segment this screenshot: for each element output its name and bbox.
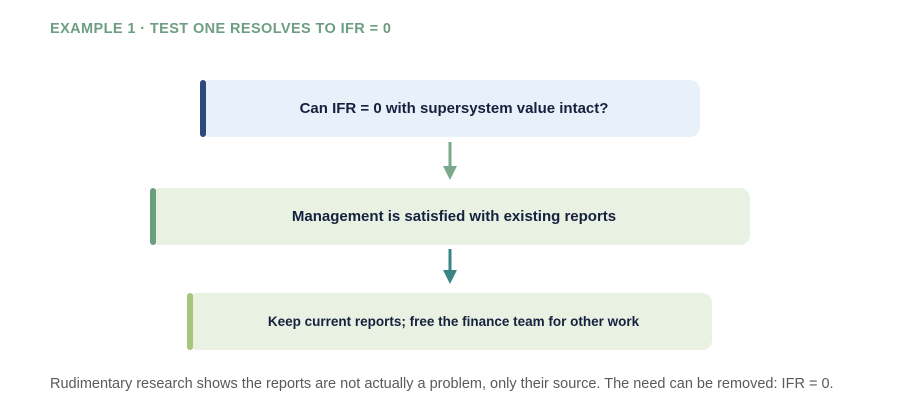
outcome-node: Keep current reports; free the finance t… [187, 293, 712, 350]
down-arrow-icon [443, 249, 457, 284]
question-node: Can IFR = 0 with supersystem value intac… [200, 80, 700, 137]
finding-node: Management is satisfied with existing re… [150, 188, 750, 245]
question-node-label: Can IFR = 0 with supersystem value intac… [299, 100, 609, 117]
node-accent-bar [187, 293, 193, 350]
diagram-footnote: Rudimentary research shows the reports a… [50, 376, 834, 392]
finding-node-label: Management is satisfied with existing re… [291, 208, 617, 225]
down-arrow-icon [443, 142, 457, 180]
diagram-heading: EXAMPLE 1 · TEST ONE RESOLVES TO IFR = 0 [50, 21, 392, 37]
node-accent-bar [150, 188, 156, 245]
node-accent-bar [200, 80, 206, 137]
outcome-node-label: Keep current reports; free the finance t… [267, 314, 640, 329]
